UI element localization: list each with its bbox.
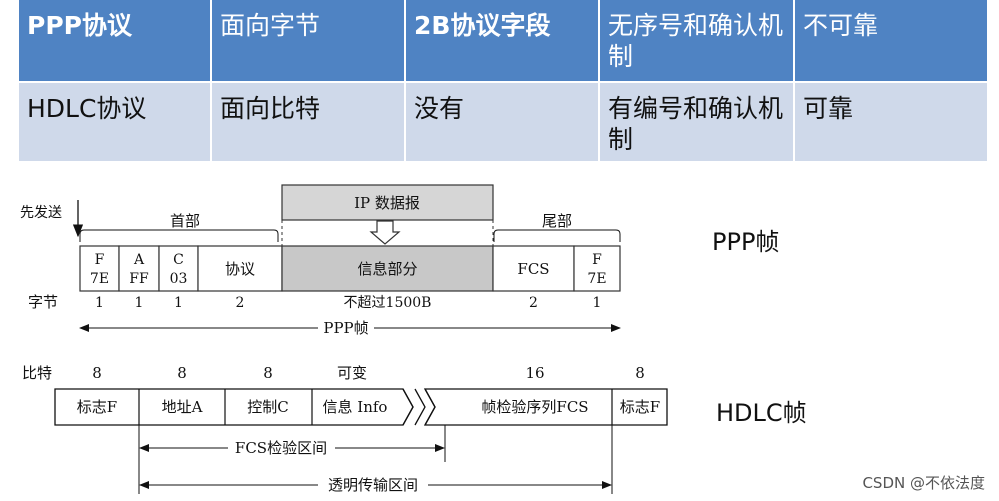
first-sent-label: 先发送 [20,205,62,221]
hdlc-field-label: 控制C [247,398,288,416]
ppp-byte-counts: 1 1 1 2 不超过1500B 2 1 [95,295,601,311]
hdlc-frame-side-label: HDLC帧 [716,399,807,427]
ppp-field-line1: F [95,252,105,268]
ppp-byte-count: 1 [174,295,183,311]
hdlc-dividers [138,389,613,425]
break-marker [402,388,436,426]
table-cell: HDLC协议 [17,82,212,161]
fcs-range-label: FCS检验区间 [235,439,327,457]
ppp-field-label: 信息部分 [357,260,417,278]
ppp-frame-side-label: PPP帧 [712,228,780,256]
hdlc-field-label: 信息 Info [323,398,388,416]
hdlc-bit-count: 16 [525,364,544,382]
comparison-table: PPP协议 面向字节 2B协议字段 无序号和确认机制 不可靠 HDLC协议 面向… [17,0,989,161]
ppp-frame-diagram: 先发送 IP 数据报 首部 尾部 F 7E A FF C 03 协议 信息部分 FCS F 7E 字… [20,184,621,337]
ppp-byte-count: 1 [95,295,104,311]
ppp-field-line1: F [592,252,602,268]
ppp-byte-count: 1 [593,295,602,311]
ppp-field-line2: FF [129,271,149,287]
hdlc-bit-count: 8 [92,364,102,382]
ppp-field-box [573,245,621,292]
table-cell: 面向比特 [210,82,406,161]
hdlc-bit-count: 8 [263,364,273,382]
ppp-field-box [281,245,494,292]
hdlc-field-label: 帧检验序列FCS [481,398,588,416]
hdlc-field-label: 标志F [620,398,660,416]
hdlc-bit-counts: 8 8 8 可变 16 8 [92,364,645,382]
table-cell: PPP协议 [17,0,212,82]
ppp-field-line2: 7E [90,271,109,287]
ppp-byte-count: 2 [236,295,245,311]
ppp-field-line2: 03 [170,271,188,287]
hdlc-fields: 标志F 地址A 控制C 信息 Info 帧检验序列FCS 标志F [77,398,660,416]
hdlc-field-label: 地址A [162,398,203,416]
hdlc-bit-count: 8 [177,364,187,382]
table-cell: 没有 [404,82,600,161]
header-label: 首部 [170,212,200,230]
watermark: CSDN @不依法度 [862,474,985,492]
ppp-byte-count: 不超过1500B [344,295,432,311]
ip-datagram-box [281,184,494,221]
table-header-row: PPP协议 面向字节 2B协议字段 无序号和确认机制 不可靠 [17,0,989,82]
ppp-field-box [79,245,120,292]
bytes-label: 字节 [28,293,58,311]
bits-label: 比特 [22,364,52,382]
table-cell: 可靠 [793,82,989,161]
ppp-field-line1: C [173,252,184,268]
header-brace [79,229,279,242]
ppp-byte-count: 2 [529,295,538,311]
trailer-brace [493,229,621,242]
table-cell: 面向字节 [210,0,406,82]
table-cell: 有编号和确认机制 [598,82,795,161]
ip-datagram-label: IP 数据报 [354,194,420,212]
trailer-label: 尾部 [542,212,572,230]
ppp-span-label: PPP帧 [323,319,368,337]
ppp-fields: F 7E A FF C 03 协议 信息部分 FCS F 7E [79,245,621,292]
ppp-field-line1: A [133,252,145,268]
table-cell: 不可靠 [793,0,989,82]
transparent-range-label: 透明传输区间 [328,476,418,494]
ppp-field-box [492,245,575,292]
ppp-field-label: 协议 [225,260,255,278]
hdlc-field-label: 标志F [77,398,117,416]
hdlc-bit-count: 8 [635,364,645,382]
table-cell: 2B协议字段 [404,0,600,82]
table-row: HDLC协议 面向比特 没有 有编号和确认机制 可靠 [17,82,989,161]
ppp-byte-count: 1 [135,295,144,311]
ppp-field-line2: 7E [587,271,606,287]
ppp-field-box [197,245,283,292]
down-arrow-icon [369,220,401,245]
hdlc-bit-count: 可变 [337,364,367,382]
ppp-field-label: FCS [517,260,549,278]
table-cell: 无序号和确认机制 [598,0,795,82]
